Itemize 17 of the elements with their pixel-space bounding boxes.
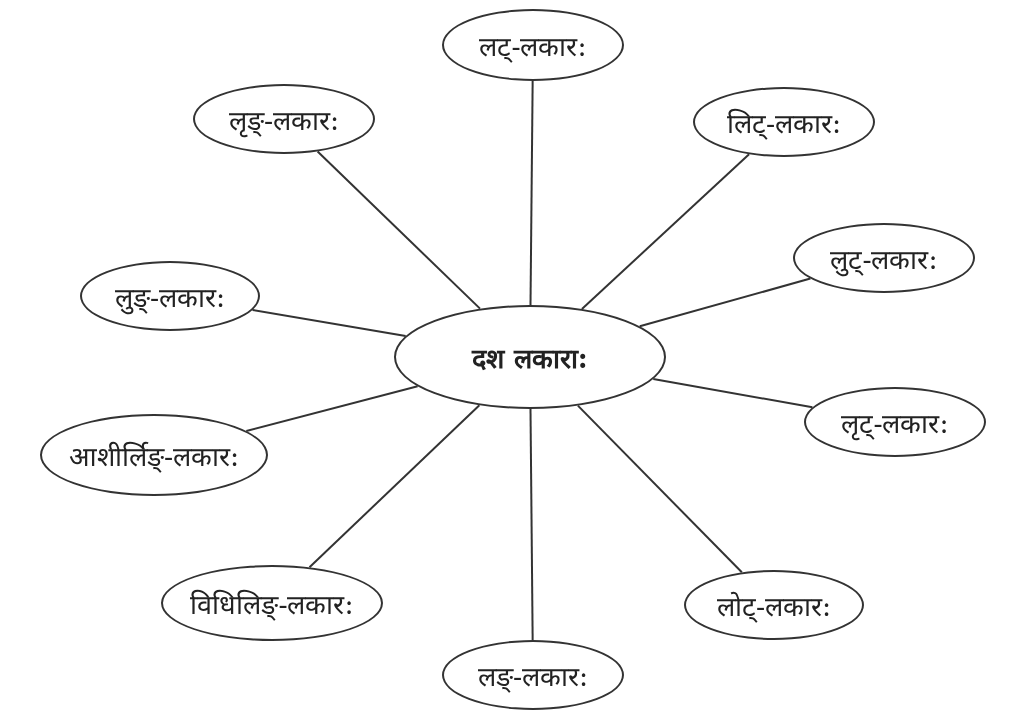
connector-line (638, 277, 812, 328)
connector-line (529, 80, 534, 306)
node-label: आशीर्लिङ्-लकार: (68, 439, 240, 474)
node-label: विधिलिङ्-लकार: (190, 587, 354, 622)
node-label: लृट्-लकार: (841, 406, 949, 441)
connector-line (251, 309, 407, 337)
connector-line (529, 408, 534, 641)
node-label: लट्-लकार: (479, 29, 587, 64)
node-label: लुङ्-लकार: (114, 280, 226, 315)
node-label: लोट्-लकार: (716, 589, 832, 624)
connector-line (652, 377, 814, 409)
node-label: दश लकारा: (472, 341, 588, 376)
node-label: लङ्-लकार: (477, 659, 589, 694)
node-label: लिट्-लकार: (726, 106, 842, 141)
node-label: लृङ्-लकार: (228, 103, 340, 138)
node-label: लुट्-लकार: (830, 242, 938, 277)
connector-line (245, 385, 419, 432)
